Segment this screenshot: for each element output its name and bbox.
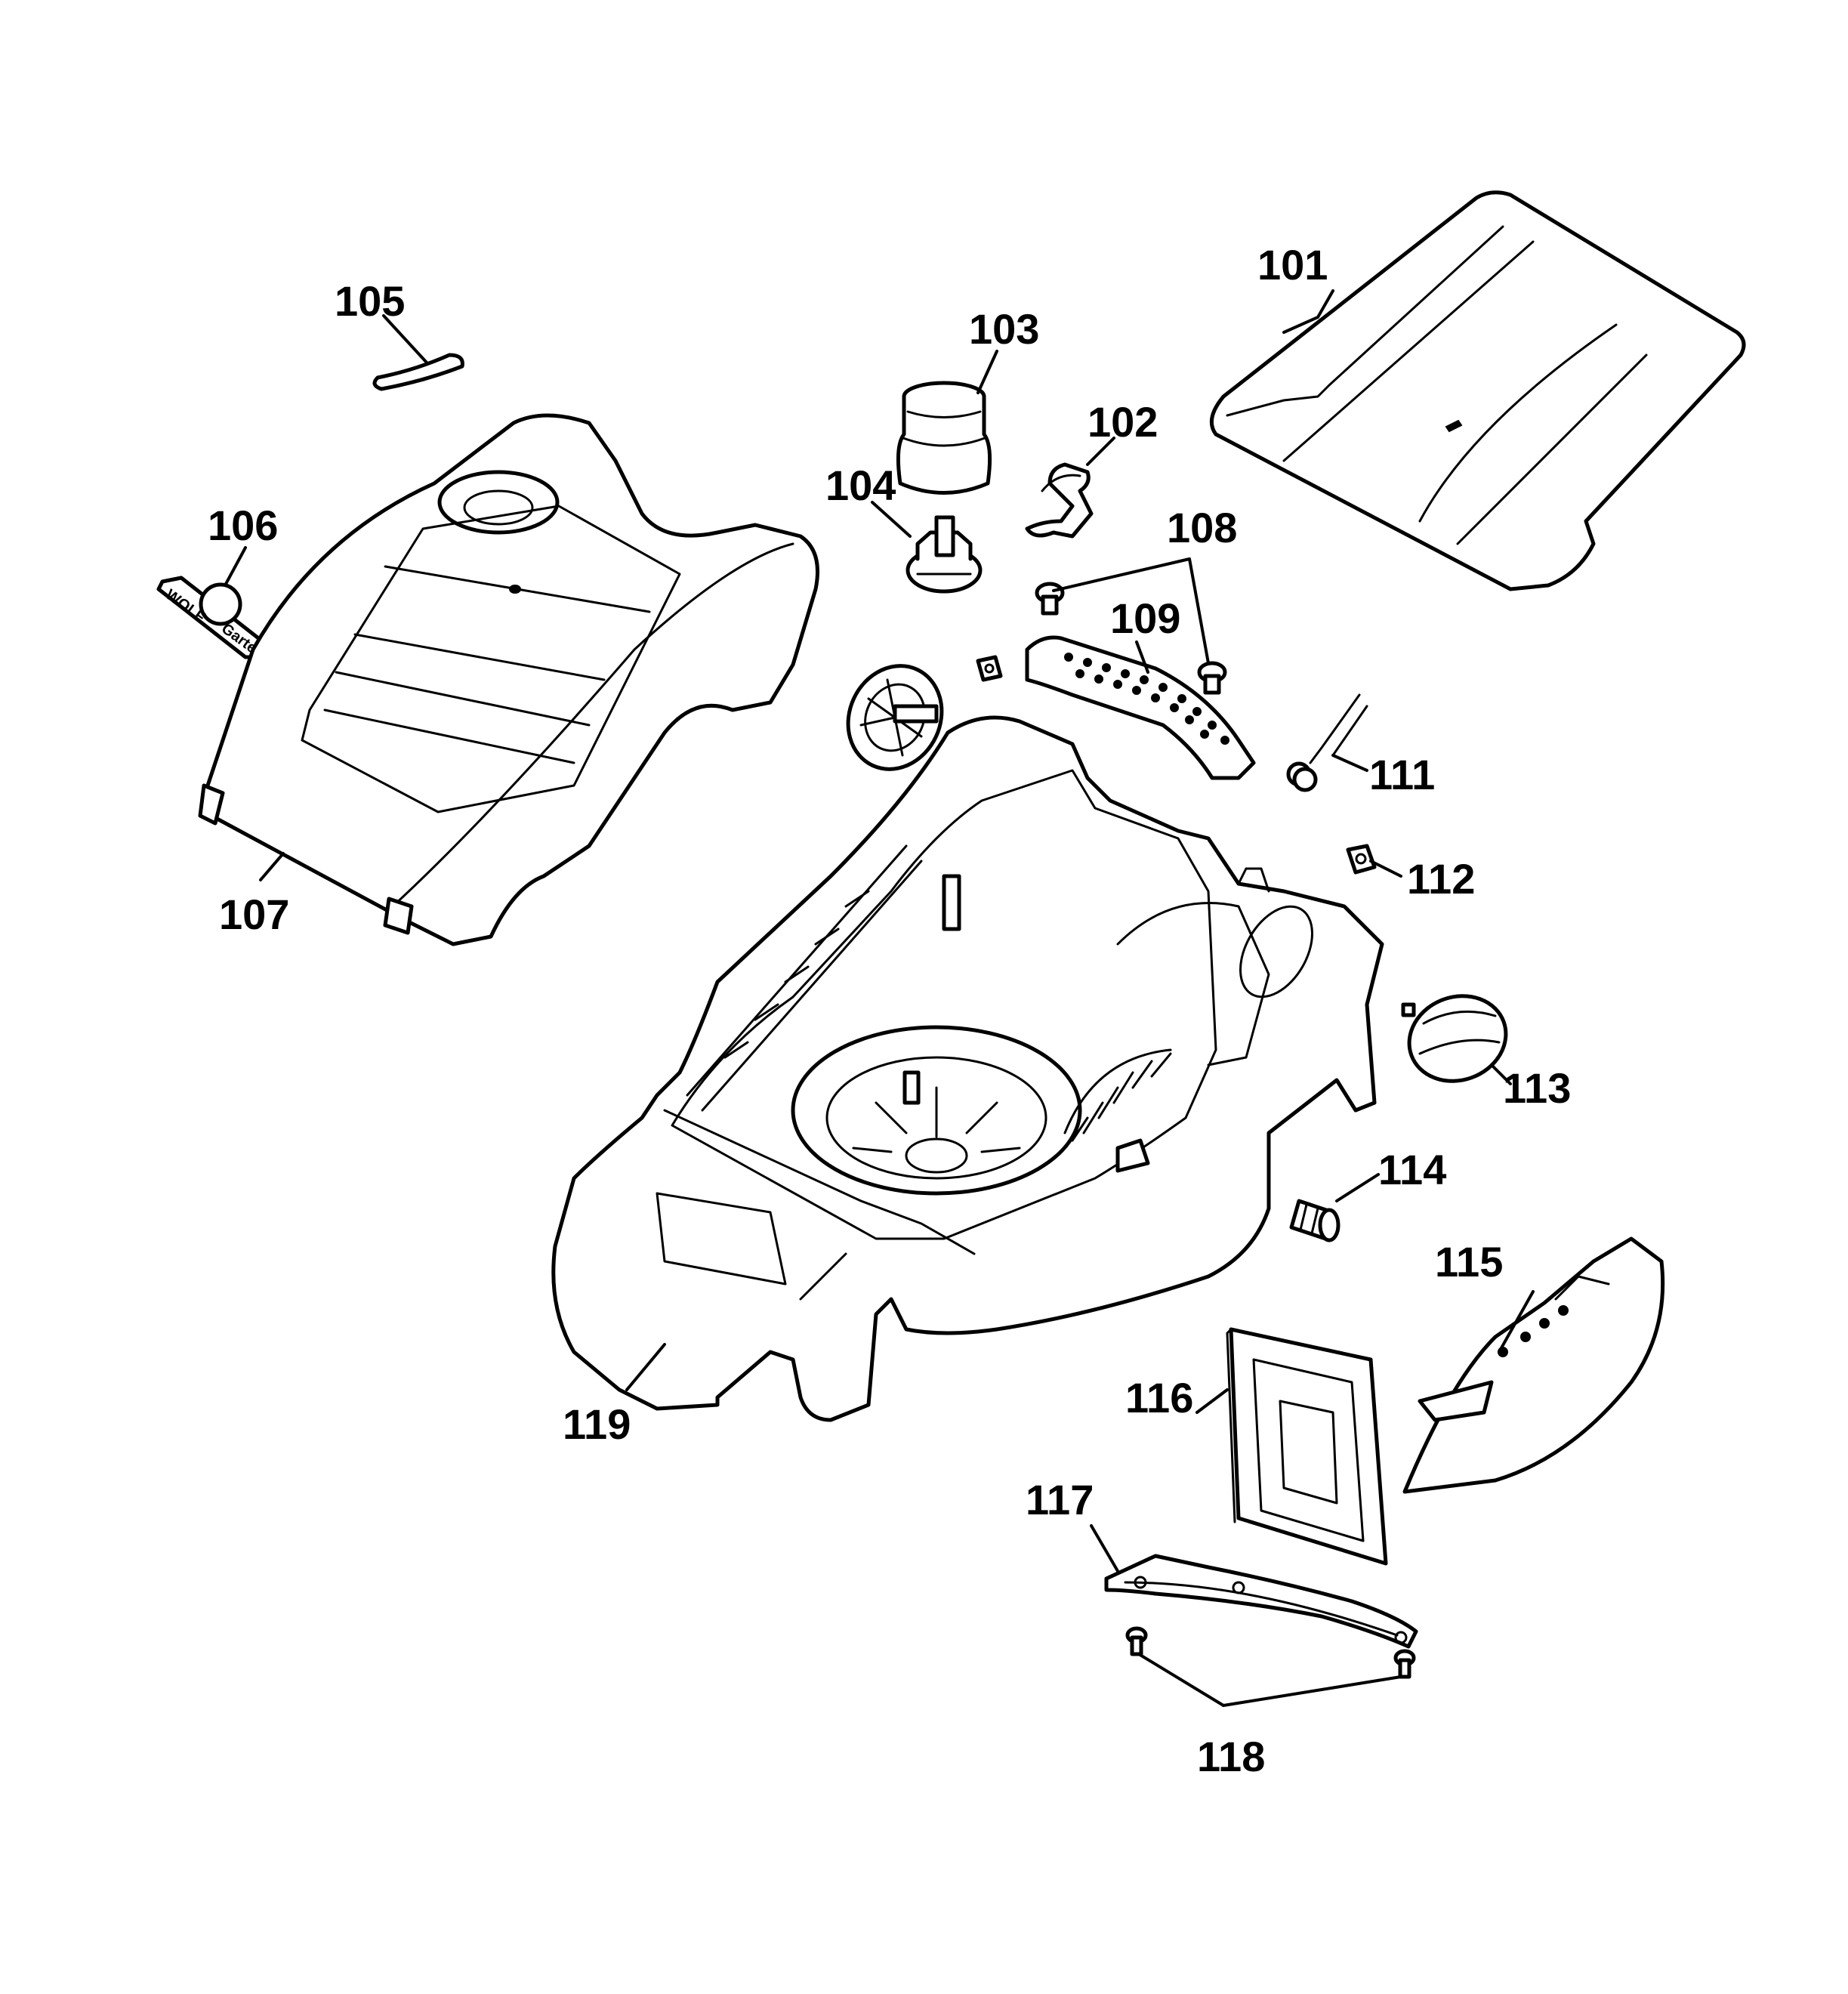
part-119-mower-deck	[551, 715, 1384, 1422]
part-102-clip	[1025, 462, 1094, 539]
callout-108: 108	[1167, 504, 1237, 551]
part-107-motor-cover	[198, 413, 819, 946]
part-104-knob-base	[905, 515, 983, 594]
callout-109: 109	[1110, 594, 1180, 642]
callout-116: 116	[1125, 1374, 1193, 1421]
callout-103: 103	[969, 305, 1039, 353]
callout-106: 106	[208, 502, 278, 549]
callout-labels: 101 102 103 104 105 106 107 108 109 111 …	[208, 241, 1571, 1780]
part-wheel-hub	[846, 664, 944, 771]
part-113-wheel-cap	[1401, 994, 1508, 1083]
part-114-bushing	[1289, 1199, 1340, 1242]
part-105-cable-relief	[372, 353, 464, 391]
callout-112: 112	[1407, 855, 1475, 903]
part-117-rail	[1104, 1554, 1418, 1649]
part-115-rear-guard	[1402, 1236, 1665, 1494]
callout-117: 117	[1026, 1476, 1094, 1523]
part-109-carry-handle	[1025, 635, 1256, 780]
part-111-spring	[1286, 693, 1368, 792]
callout-104: 104	[825, 461, 896, 509]
part-118-rail-screws	[1125, 1626, 1416, 1679]
callout-107: 107	[219, 891, 289, 938]
callout-111: 111	[1369, 751, 1435, 798]
callout-101: 101	[1257, 241, 1328, 289]
part-101-lid	[1209, 190, 1746, 591]
callout-105: 105	[335, 277, 405, 325]
callout-114: 114	[1378, 1146, 1446, 1193]
callout-115: 115	[1435, 1238, 1503, 1286]
leader-lines	[224, 289, 1535, 1707]
callout-113: 113	[1503, 1064, 1571, 1112]
part-116-rear-flap	[1226, 1327, 1388, 1566]
callout-119: 119	[563, 1400, 631, 1448]
callout-102: 102	[1088, 398, 1158, 446]
part-103-knob-cap	[896, 381, 992, 495]
part-112-square-nut	[976, 655, 1377, 875]
callout-118: 118	[1197, 1733, 1265, 1780]
handle-grip-dots	[1064, 653, 1229, 745]
part-108-screws	[1035, 582, 1227, 695]
